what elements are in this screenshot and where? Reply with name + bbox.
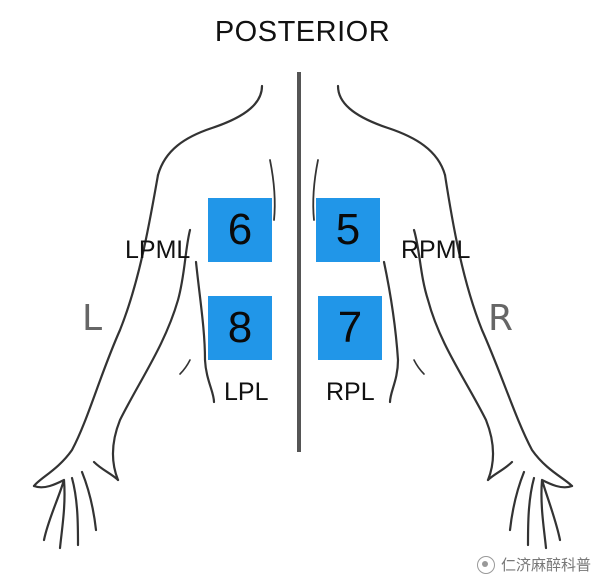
zone-5-box: 5 (316, 198, 380, 262)
zone-6-number: 6 (227, 205, 253, 254)
right-neck-line (336, 84, 447, 177)
zone-7-label: RPL (326, 378, 375, 406)
wechat-icon (476, 555, 495, 574)
zone-5-number: 5 (335, 205, 361, 254)
left-arm-outer (32, 173, 160, 488)
zone-8-label: LPL (224, 378, 269, 406)
left-arm-inner (111, 228, 192, 482)
watermark: 仁济麻醉科普 (476, 554, 591, 575)
zone-7-box: 7 (318, 296, 382, 360)
zone-8-box: 8 (208, 296, 272, 360)
right-arm-outer (443, 173, 574, 488)
right-side-label: R (488, 298, 514, 339)
left-side-label: L (82, 298, 103, 339)
right-arm-inner (412, 228, 495, 482)
zone-6-label: LPML (125, 236, 191, 264)
right-torso (382, 260, 400, 404)
view-title: POSTERIOR (214, 16, 391, 48)
left-hand (32, 460, 120, 550)
zone-6-box: 6 (208, 198, 272, 262)
left-torso (194, 260, 216, 404)
watermark-text: 仁济麻醉科普 (500, 556, 591, 574)
zone-5-label: RPML (401, 236, 471, 264)
left-scapula (269, 159, 276, 221)
zone-7-number: 7 (337, 303, 363, 352)
right-scapula (312, 159, 319, 221)
left-neck-line (156, 84, 264, 177)
zone-8-number: 8 (227, 303, 253, 352)
right-hand (486, 460, 574, 550)
